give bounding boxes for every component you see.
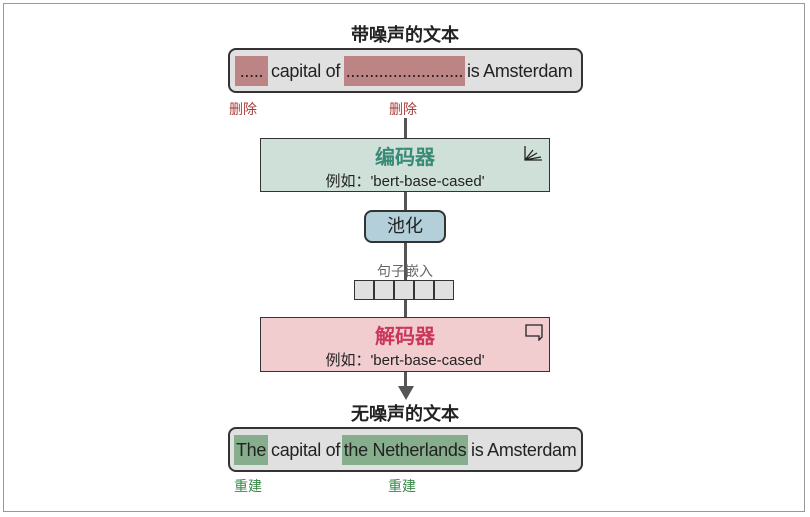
embedding-cell bbox=[374, 280, 394, 300]
encoder-box: 编码器 例如：'bert-base-cased' bbox=[260, 138, 550, 192]
decoder-title: 解码器 bbox=[375, 324, 435, 348]
delete-label: 删除 bbox=[229, 102, 257, 118]
embedding-cell bbox=[414, 280, 434, 300]
frame-border bbox=[3, 3, 805, 512]
delete-label: 删除 bbox=[389, 102, 417, 118]
pooling-box: 池化 bbox=[364, 210, 446, 243]
embedding-cell bbox=[434, 280, 454, 300]
decoder-subtitle: 例如：'bert-base-cased' bbox=[325, 352, 485, 369]
clean-text-box: The capital of the Netherlands is Amster… bbox=[228, 427, 583, 472]
token: is Amsterdam bbox=[467, 61, 573, 81]
embedding-vector bbox=[354, 280, 454, 300]
token: is Amsterdam bbox=[471, 440, 577, 460]
embedding-cell bbox=[354, 280, 374, 300]
noisy-text-title: 带噪声的文本 bbox=[351, 25, 459, 46]
speech-bubble-icon bbox=[525, 324, 543, 341]
masked-token: ..... bbox=[235, 56, 268, 86]
flow-line bbox=[404, 118, 407, 390]
rebuild-label: 重建 bbox=[234, 479, 262, 495]
embedding-cell bbox=[394, 280, 414, 300]
noisy-text-box: ..... capital of .......................… bbox=[228, 48, 583, 93]
decoder-box: 解码器 例如：'bert-base-cased' bbox=[260, 317, 550, 372]
token: capital of bbox=[271, 440, 341, 460]
clean-text-title: 无噪声的文本 bbox=[351, 404, 459, 425]
encoder-title: 编码器 bbox=[375, 145, 435, 169]
arrow-down-icon bbox=[398, 386, 414, 400]
sentence-embedding-label: 句子嵌入 bbox=[377, 264, 433, 280]
reconstructed-token: The bbox=[234, 435, 268, 465]
encoder-subtitle: 例如：'bert-base-cased' bbox=[325, 173, 485, 190]
rebuild-label: 重建 bbox=[388, 479, 416, 495]
reconstructed-token: the Netherlands bbox=[342, 435, 468, 465]
vector-icon bbox=[524, 146, 542, 161]
token: capital of bbox=[271, 61, 341, 81]
masked-token: ......................... bbox=[344, 56, 465, 86]
